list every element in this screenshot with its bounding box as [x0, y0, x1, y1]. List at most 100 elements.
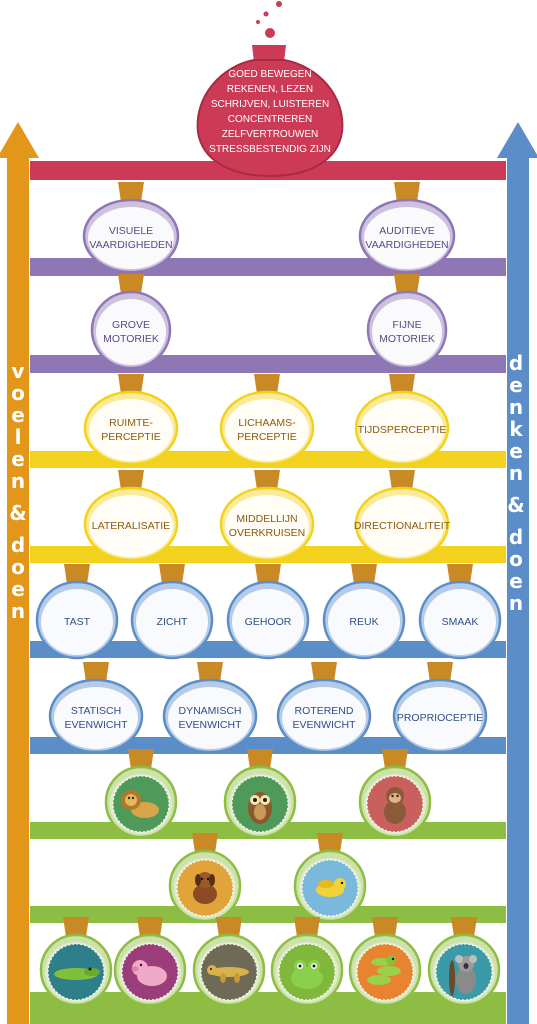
flask-neck [382, 749, 408, 769]
shelf-bar [30, 992, 506, 1024]
arrow-letter: k [509, 417, 523, 441]
icon-part [367, 975, 391, 985]
skill-flask [82, 182, 180, 274]
shelf-bar [30, 906, 506, 923]
flask-neck [64, 564, 90, 584]
top-line: SCHRIJVEN, LUISTEREN [210, 99, 330, 110]
icon-part [195, 874, 201, 886]
animal-flask [223, 749, 297, 839]
flask-neck [118, 274, 144, 294]
flask-inner [89, 495, 173, 557]
side-arrows-layer [0, 122, 537, 1024]
icon-part [200, 877, 204, 881]
arrow-letter: n [10, 599, 26, 623]
icon-part [234, 973, 240, 983]
flask-neck [83, 662, 109, 682]
icon-part [206, 877, 210, 881]
bird-icon [316, 878, 346, 897]
flask-inner [360, 495, 444, 557]
icon-part [455, 955, 463, 963]
animal-flask [293, 833, 367, 923]
flask-neck [63, 917, 89, 937]
skill-flask [418, 564, 502, 660]
frog-icon [291, 960, 323, 989]
flask-neck [255, 564, 281, 584]
flask-inner [424, 589, 496, 655]
skill-flask [226, 564, 310, 660]
arrow-letter: o [11, 555, 25, 579]
icon-part [389, 793, 401, 803]
flask-neck [118, 182, 144, 202]
icon-part [377, 966, 401, 976]
icon-part [263, 798, 267, 802]
animal-flask [168, 833, 242, 923]
pig-icon [131, 960, 167, 986]
top-flask-layer [196, 1, 344, 178]
flask-inner [232, 589, 304, 655]
arrow-letter: o [11, 381, 25, 405]
flask-inner [88, 207, 174, 269]
icon-part [334, 878, 346, 890]
flask-inner [168, 687, 252, 749]
flask-neck [159, 564, 185, 584]
left-up-arrow [0, 122, 39, 1024]
flask-neck [192, 833, 218, 853]
flask-neck [254, 374, 280, 394]
animal-flask [192, 917, 266, 1007]
icon-part [463, 963, 469, 969]
arrow-letter: v [11, 359, 25, 383]
flask-neck [137, 917, 163, 937]
lion-icon [121, 790, 159, 818]
icon-part [253, 798, 257, 802]
arrow-letter: e [11, 447, 25, 471]
skill-flask [354, 374, 450, 466]
flask-neck [451, 917, 477, 937]
icon-part [88, 967, 92, 971]
icon-part [396, 794, 399, 798]
animal-flask [427, 917, 501, 1007]
animal-flask [348, 917, 422, 1007]
icon-part [318, 880, 334, 888]
animal-flask [104, 749, 178, 839]
animal-flask [39, 917, 113, 1007]
icon-part [209, 874, 215, 886]
arrow-letter: d [10, 533, 26, 557]
bubble [276, 1, 282, 7]
skill-flask [322, 564, 406, 660]
flask-neck [447, 564, 473, 584]
icon-part [132, 960, 148, 976]
icon-part [254, 804, 266, 820]
bubble [256, 20, 260, 24]
icon-part [456, 966, 476, 994]
icon-part [391, 957, 395, 961]
icon-part [220, 973, 226, 983]
top-flask-body [196, 59, 344, 178]
skill-flask [392, 662, 488, 754]
arrow-letter: o [509, 547, 523, 571]
arrow-letter: d [508, 351, 524, 375]
crocodile-icon [54, 967, 100, 980]
snake-icon [367, 955, 401, 985]
bubble [263, 11, 269, 17]
flask-neck [128, 749, 154, 769]
skill-flask [162, 662, 258, 754]
flask-inner [372, 299, 442, 365]
icon-part [312, 964, 316, 968]
icon-part [197, 872, 213, 888]
flask-inner [364, 207, 450, 269]
flask-neck [254, 470, 280, 490]
skill-flask [354, 470, 450, 562]
dog-icon [193, 872, 217, 904]
top-line: REKENEN, LEZEN [226, 84, 314, 95]
flask-neck [294, 917, 320, 937]
flask-neck [311, 662, 337, 682]
flask-inner [136, 589, 208, 655]
icon-part [340, 881, 344, 885]
skill-flask [219, 470, 315, 562]
arrow-letter: e [509, 569, 523, 593]
monkey-icon [384, 787, 406, 824]
flask-neck [118, 374, 144, 394]
flask-inner [96, 299, 166, 365]
flask-neck [351, 564, 377, 584]
